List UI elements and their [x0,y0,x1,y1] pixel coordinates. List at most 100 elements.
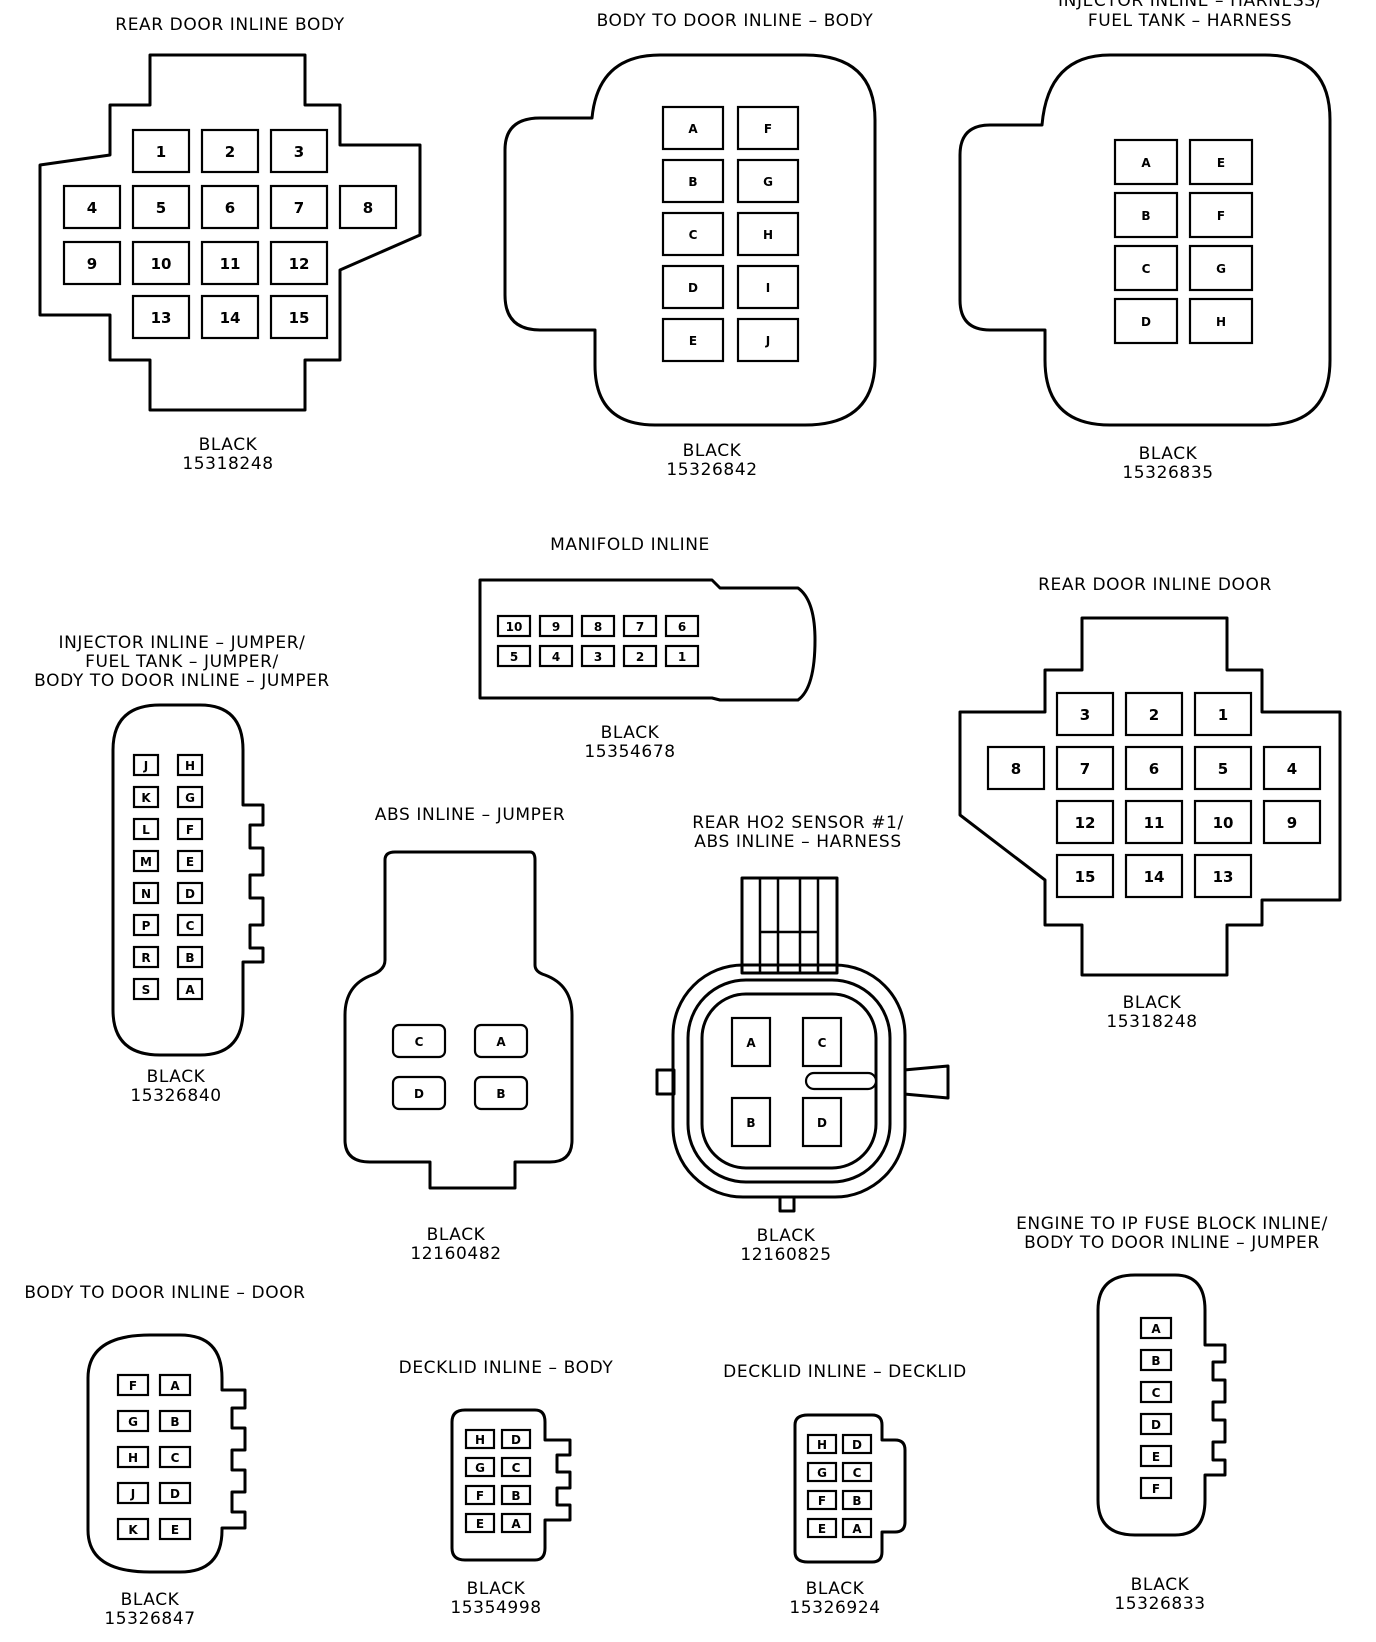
pin-label: B [170,1415,179,1429]
pin-label: A [511,1517,521,1531]
pin-label: 13 [1213,868,1234,886]
pin-grid: A E B F C G D H [1113,138,1254,345]
pin-grid: J H K G L F M E N D P C R B S A [132,753,204,1001]
connector-title: INJECTOR INLINE – JUMPER/ [59,633,306,653]
connector-color: BLACK [199,435,258,455]
pin-label: C [512,1461,521,1475]
connector-rear-door-inline-door: REAR DOOR INLINE DOOR 3 2 1 8 7 6 5 4 12… [958,575,1342,1032]
pin-label: A [185,983,195,997]
pin-label: 7 [636,620,644,634]
pin-label: 12 [289,255,310,273]
pin-label: C [1142,262,1151,276]
connector-color: BLACK [467,1579,526,1599]
pin-label: H [185,759,195,773]
pin-label: H [1216,315,1226,329]
pin-label: 5 [510,650,518,664]
pin-label: C [171,1451,180,1465]
pin-label: F [818,1494,826,1508]
pin-label: 6 [678,620,686,634]
pin-label: D [170,1487,180,1501]
connector-rear-door-inline-body: REAR DOOR INLINE BODY 1 2 3 4 5 6 7 8 9 … [38,15,422,474]
pin-label: K [128,1523,138,1537]
pin-label: B [496,1087,505,1101]
pin-label: 9 [552,620,560,634]
connector-manifold-inline: MANIFOLD INLINE 10 9 8 7 6 5 4 3 2 1 BLA… [478,535,817,762]
pin-label: A [1151,1322,1161,1336]
pin-label: 4 [552,650,560,664]
connector-part-number: 12160482 [410,1244,501,1264]
pin-label: 2 [636,650,644,664]
pin-label: B [746,1116,755,1130]
pin-label: 14 [220,309,241,327]
connector-title: BODY TO DOOR INLINE – DOOR [24,1283,305,1303]
pin-label: G [763,175,773,189]
connector-part-number: 15326835 [1122,463,1213,483]
pin-label: D [817,1116,827,1130]
pin-label: E [171,1523,179,1537]
pin-label: G [1216,262,1226,276]
connector-title: DECKLID INLINE – DECKLID [723,1362,967,1382]
pin-label: C [186,919,195,933]
connector-color: BLACK [147,1067,206,1087]
pin-grid: C A D B [391,1023,529,1111]
pin-label: J [765,334,770,348]
connector-title: ABS INLINE – HARNESS [694,832,901,852]
connector-housing [450,1408,572,1562]
pin-label: 9 [87,255,97,273]
connector-part-number: 15354998 [450,1598,541,1618]
pin-label: 8 [363,199,373,217]
connector-injector-inline-jumper: INJECTOR INLINE – JUMPER/ FUEL TANK – JU… [34,633,329,1106]
connector-housing [793,1413,907,1564]
connector-title: MANIFOLD INLINE [550,535,710,555]
pin-label: E [186,855,194,869]
connector-part-number: 15326924 [789,1598,880,1618]
pin-label: G [475,1461,485,1475]
pin-grid: F A G B H C J D K E [116,1373,192,1541]
connector-color: BLACK [1123,993,1182,1013]
pin-label: C [415,1035,424,1049]
pin-label: 3 [294,143,304,161]
pin-label: 8 [594,620,602,634]
pin-label: 4 [87,199,97,217]
connector-housing [86,1333,247,1574]
connector-title: REAR DOOR INLINE DOOR [1038,575,1272,595]
pin-label: E [689,334,697,348]
pin-label: A [170,1379,180,1393]
connector-title: FUEL TANK – JUMPER/ [85,652,279,672]
pin-label: R [141,951,150,965]
pin-grid: H D G C F B E A [464,1428,532,1534]
pin-label: A [1141,156,1151,170]
connector-housing [958,616,1342,977]
pin-label: G [817,1466,827,1480]
connector-body-to-door-inline-body: BODY TO DOOR INLINE – BODY A F B G C H D… [503,11,877,480]
connector-housing [958,53,1332,427]
pin-label: E [818,1522,826,1536]
pin-label: C [853,1466,862,1480]
pin-label: 3 [594,650,602,664]
pin-label: B [1151,1354,1160,1368]
pin-label: D [414,1087,424,1101]
connector-color: BLACK [683,441,742,461]
connector-color: BLACK [806,1579,865,1599]
pin-label: 11 [220,255,241,273]
connector-title: INJECTOR INLINE – HARNESS/ [1058,0,1322,11]
connector-part-number: 15354678 [584,742,675,762]
pin-grid: 3 2 1 8 7 6 5 4 12 11 10 9 15 14 13 [986,691,1322,899]
connector-decklid-inline-decklid: DECKLID INLINE – DECKLID H D G C F B E A… [723,1362,967,1618]
pin-label: P [142,919,151,933]
pin-label: 15 [289,309,310,327]
connector-color: BLACK [1131,1575,1190,1595]
pin-label: 7 [1080,760,1090,778]
pin-label: I [766,281,770,295]
pin-label: 10 [506,620,523,634]
pin-label: 1 [156,143,166,161]
pin-label: E [1152,1450,1160,1464]
connector-abs-inline-jumper: ABS INLINE – JUMPER C A D B BLACK 121604… [343,805,574,1264]
pin-label: F [1152,1482,1160,1496]
connector-body-to-door-inline-door: BODY TO DOOR INLINE – DOOR F A G B H C J… [24,1283,305,1629]
pin-label: M [140,855,152,869]
connector-injector-inline-harness: INJECTOR INLINE – HARNESS/ FUEL TANK – H… [958,0,1332,483]
pin-label: G [185,791,195,805]
pin-label: J [130,1487,135,1501]
pin-grid: H D G C F B E A [806,1433,873,1539]
